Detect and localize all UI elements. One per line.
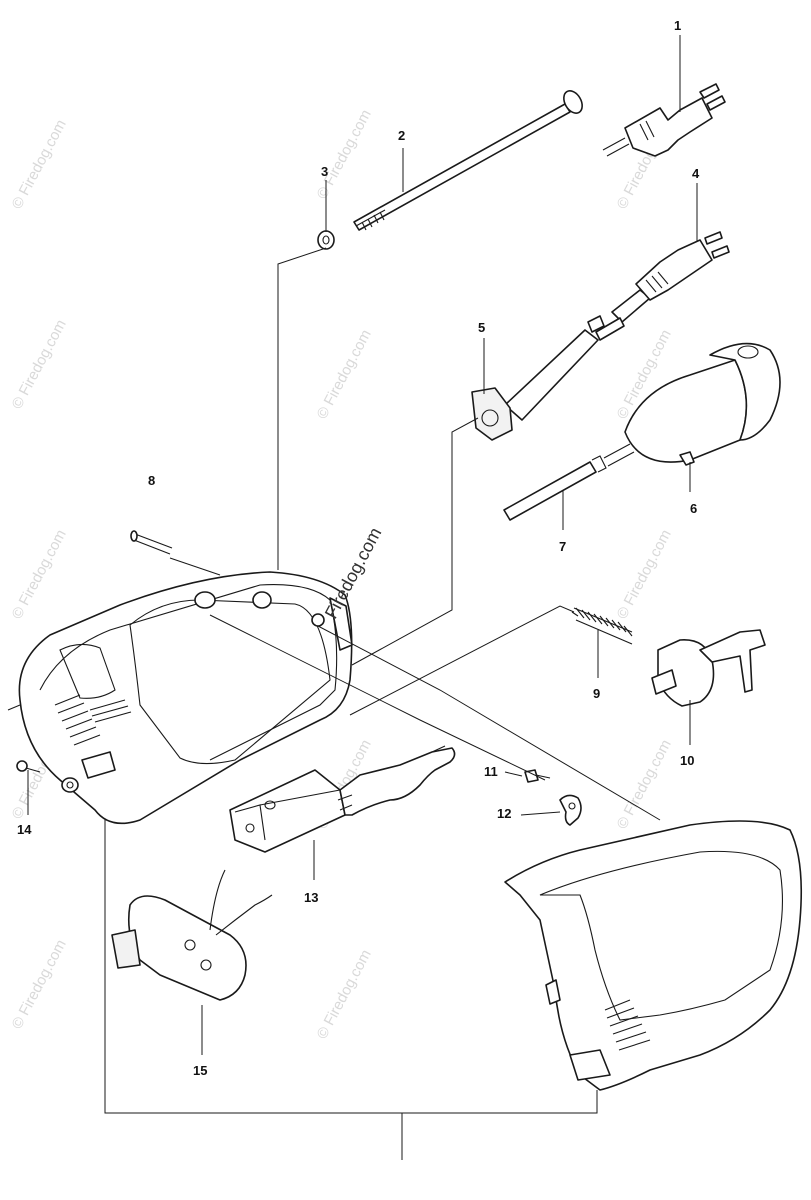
assembly-bracket [104,818,598,1160]
leader-lines [7,35,698,1055]
cord-guard [471,329,599,441]
spring [571,607,633,645]
callout-5: 5 [478,320,485,335]
callout-12: 12 [497,806,511,821]
cable [503,455,607,521]
watermark-text: © Firedog.com [9,117,70,212]
washer [317,230,335,250]
watermark-text: © Firedog.com [614,737,675,832]
watermark-text: © Firedog.com [314,327,375,422]
screw-long [130,530,173,555]
watermark-text: © Firedog.com [9,527,70,622]
rod-bolt [353,90,583,231]
watermark-text: © Firedog.com [314,107,375,202]
callouts: 1 2 3 4 5 6 7 8 9 10 11 12 13 14 15 [17,18,700,1078]
callout-9: 9 [593,686,600,701]
watermark-text: © Firedog.com [314,947,375,1042]
watermark-text: © Firedog.com [9,317,70,412]
plug-eu [611,231,730,323]
callout-10: 10 [680,753,694,768]
watermark-center: Firedog.com [321,524,386,622]
callout-8: 8 [148,473,155,488]
cable-clip [559,794,582,826]
screw-small [524,769,551,783]
callout-6: 6 [690,501,697,516]
callout-14: 14 [17,822,32,837]
watermark-text: © Firedog.com [614,527,675,622]
switch-unit [229,745,456,853]
callout-4: 4 [692,166,700,181]
callout-7: 7 [559,539,566,554]
housing-half-left [18,571,353,825]
connector-socket [603,342,781,467]
cover-plate [111,869,273,1001]
plug-us [602,83,726,157]
callout-11: 11 [484,764,498,779]
callout-15: 15 [193,1063,207,1078]
callout-2: 2 [398,128,405,143]
callout-1: 1 [674,18,681,33]
screw-left [16,760,41,773]
handle-rear [504,820,802,1091]
switch-lever [651,629,766,707]
watermark-text: © Firedog.com [9,937,70,1032]
cable-pieces [587,315,625,341]
callout-3: 3 [321,164,328,179]
callout-13: 13 [304,890,318,905]
